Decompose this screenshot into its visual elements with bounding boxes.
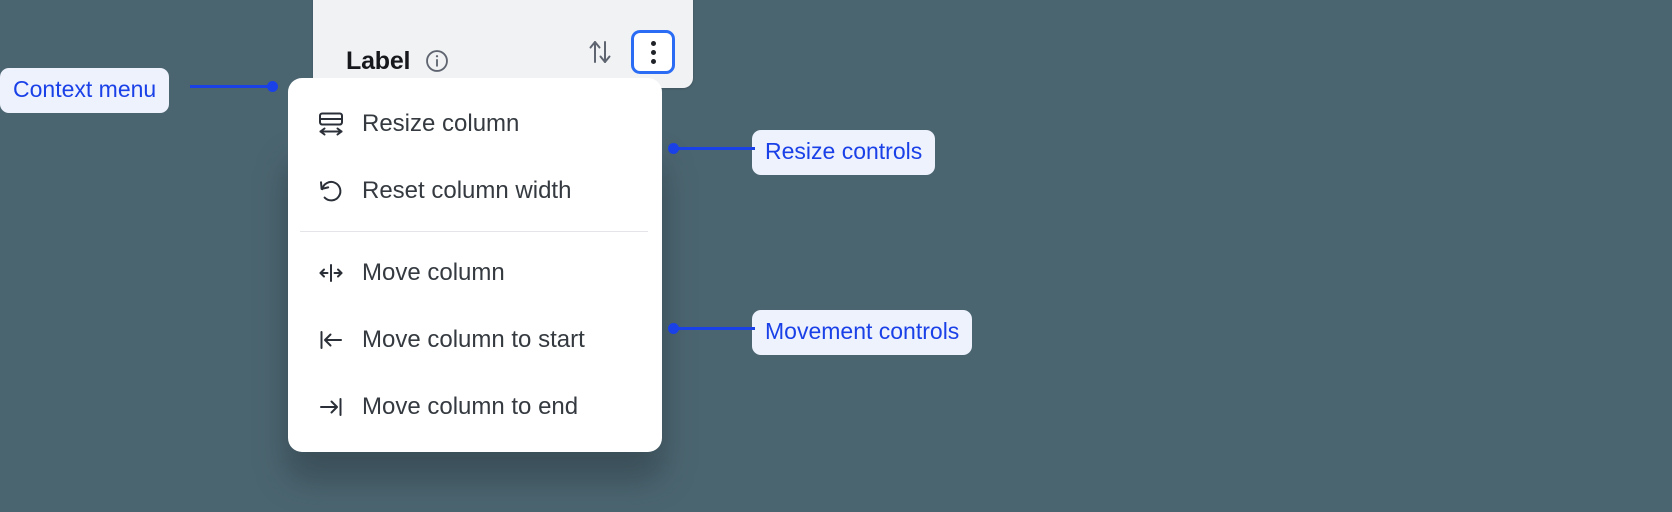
reset-width-icon: [316, 176, 346, 206]
menu-item-label: Move column: [362, 258, 505, 286]
menu-item-move-column-to-end[interactable]: Move column to end: [288, 373, 662, 440]
menu-item-label: Resize column: [362, 109, 520, 137]
move-column-icon: [316, 258, 346, 288]
menu-item-reset-column-width[interactable]: Reset column width: [288, 157, 662, 224]
column-header-card: Label: [313, 0, 693, 88]
annotation-label-movement-controls: Movement controls: [752, 310, 973, 355]
info-circle-icon[interactable]: [424, 48, 450, 74]
sort-up-down-icon[interactable]: [585, 36, 615, 68]
annotation-dot-context-menu: [267, 81, 278, 92]
menu-item-move-column-to-start[interactable]: Move column to start: [288, 306, 662, 373]
menu-item-move-column[interactable]: Move column: [288, 239, 662, 306]
more-vertical-icon[interactable]: [631, 30, 675, 74]
annotation-label-resize-controls: Resize controls: [752, 130, 936, 175]
menu-item-label: Move column to start: [362, 325, 585, 353]
move-to-start-icon: [316, 325, 346, 355]
kebab-dot: [650, 40, 656, 46]
annotation-dot-movement-controls: [668, 323, 679, 334]
kebab-dot: [650, 49, 656, 55]
move-to-end-icon: [316, 392, 346, 422]
menu-item-label: Move column to end: [362, 392, 579, 420]
annotation-leader-line-movement-controls: [673, 327, 755, 330]
column-header-actions: [585, 30, 675, 74]
menu-item-resize-column[interactable]: Resize column: [288, 90, 662, 157]
column-header-left: Label: [346, 48, 585, 74]
menu-item-label: Reset column width: [362, 176, 572, 204]
context-menu: Resize column Reset column width Move co…: [288, 78, 662, 452]
kebab-dot: [650, 58, 656, 64]
resize-column-icon: [316, 109, 346, 139]
menu-divider: [300, 231, 648, 232]
annotation-dot-resize-controls: [668, 143, 679, 154]
column-header-title: Label: [346, 46, 411, 75]
annotation-leader-line-context-menu: [190, 85, 274, 88]
annotation-leader-line-resize-controls: [673, 147, 755, 150]
annotation-label-context-menu: Context menu: [0, 68, 170, 113]
